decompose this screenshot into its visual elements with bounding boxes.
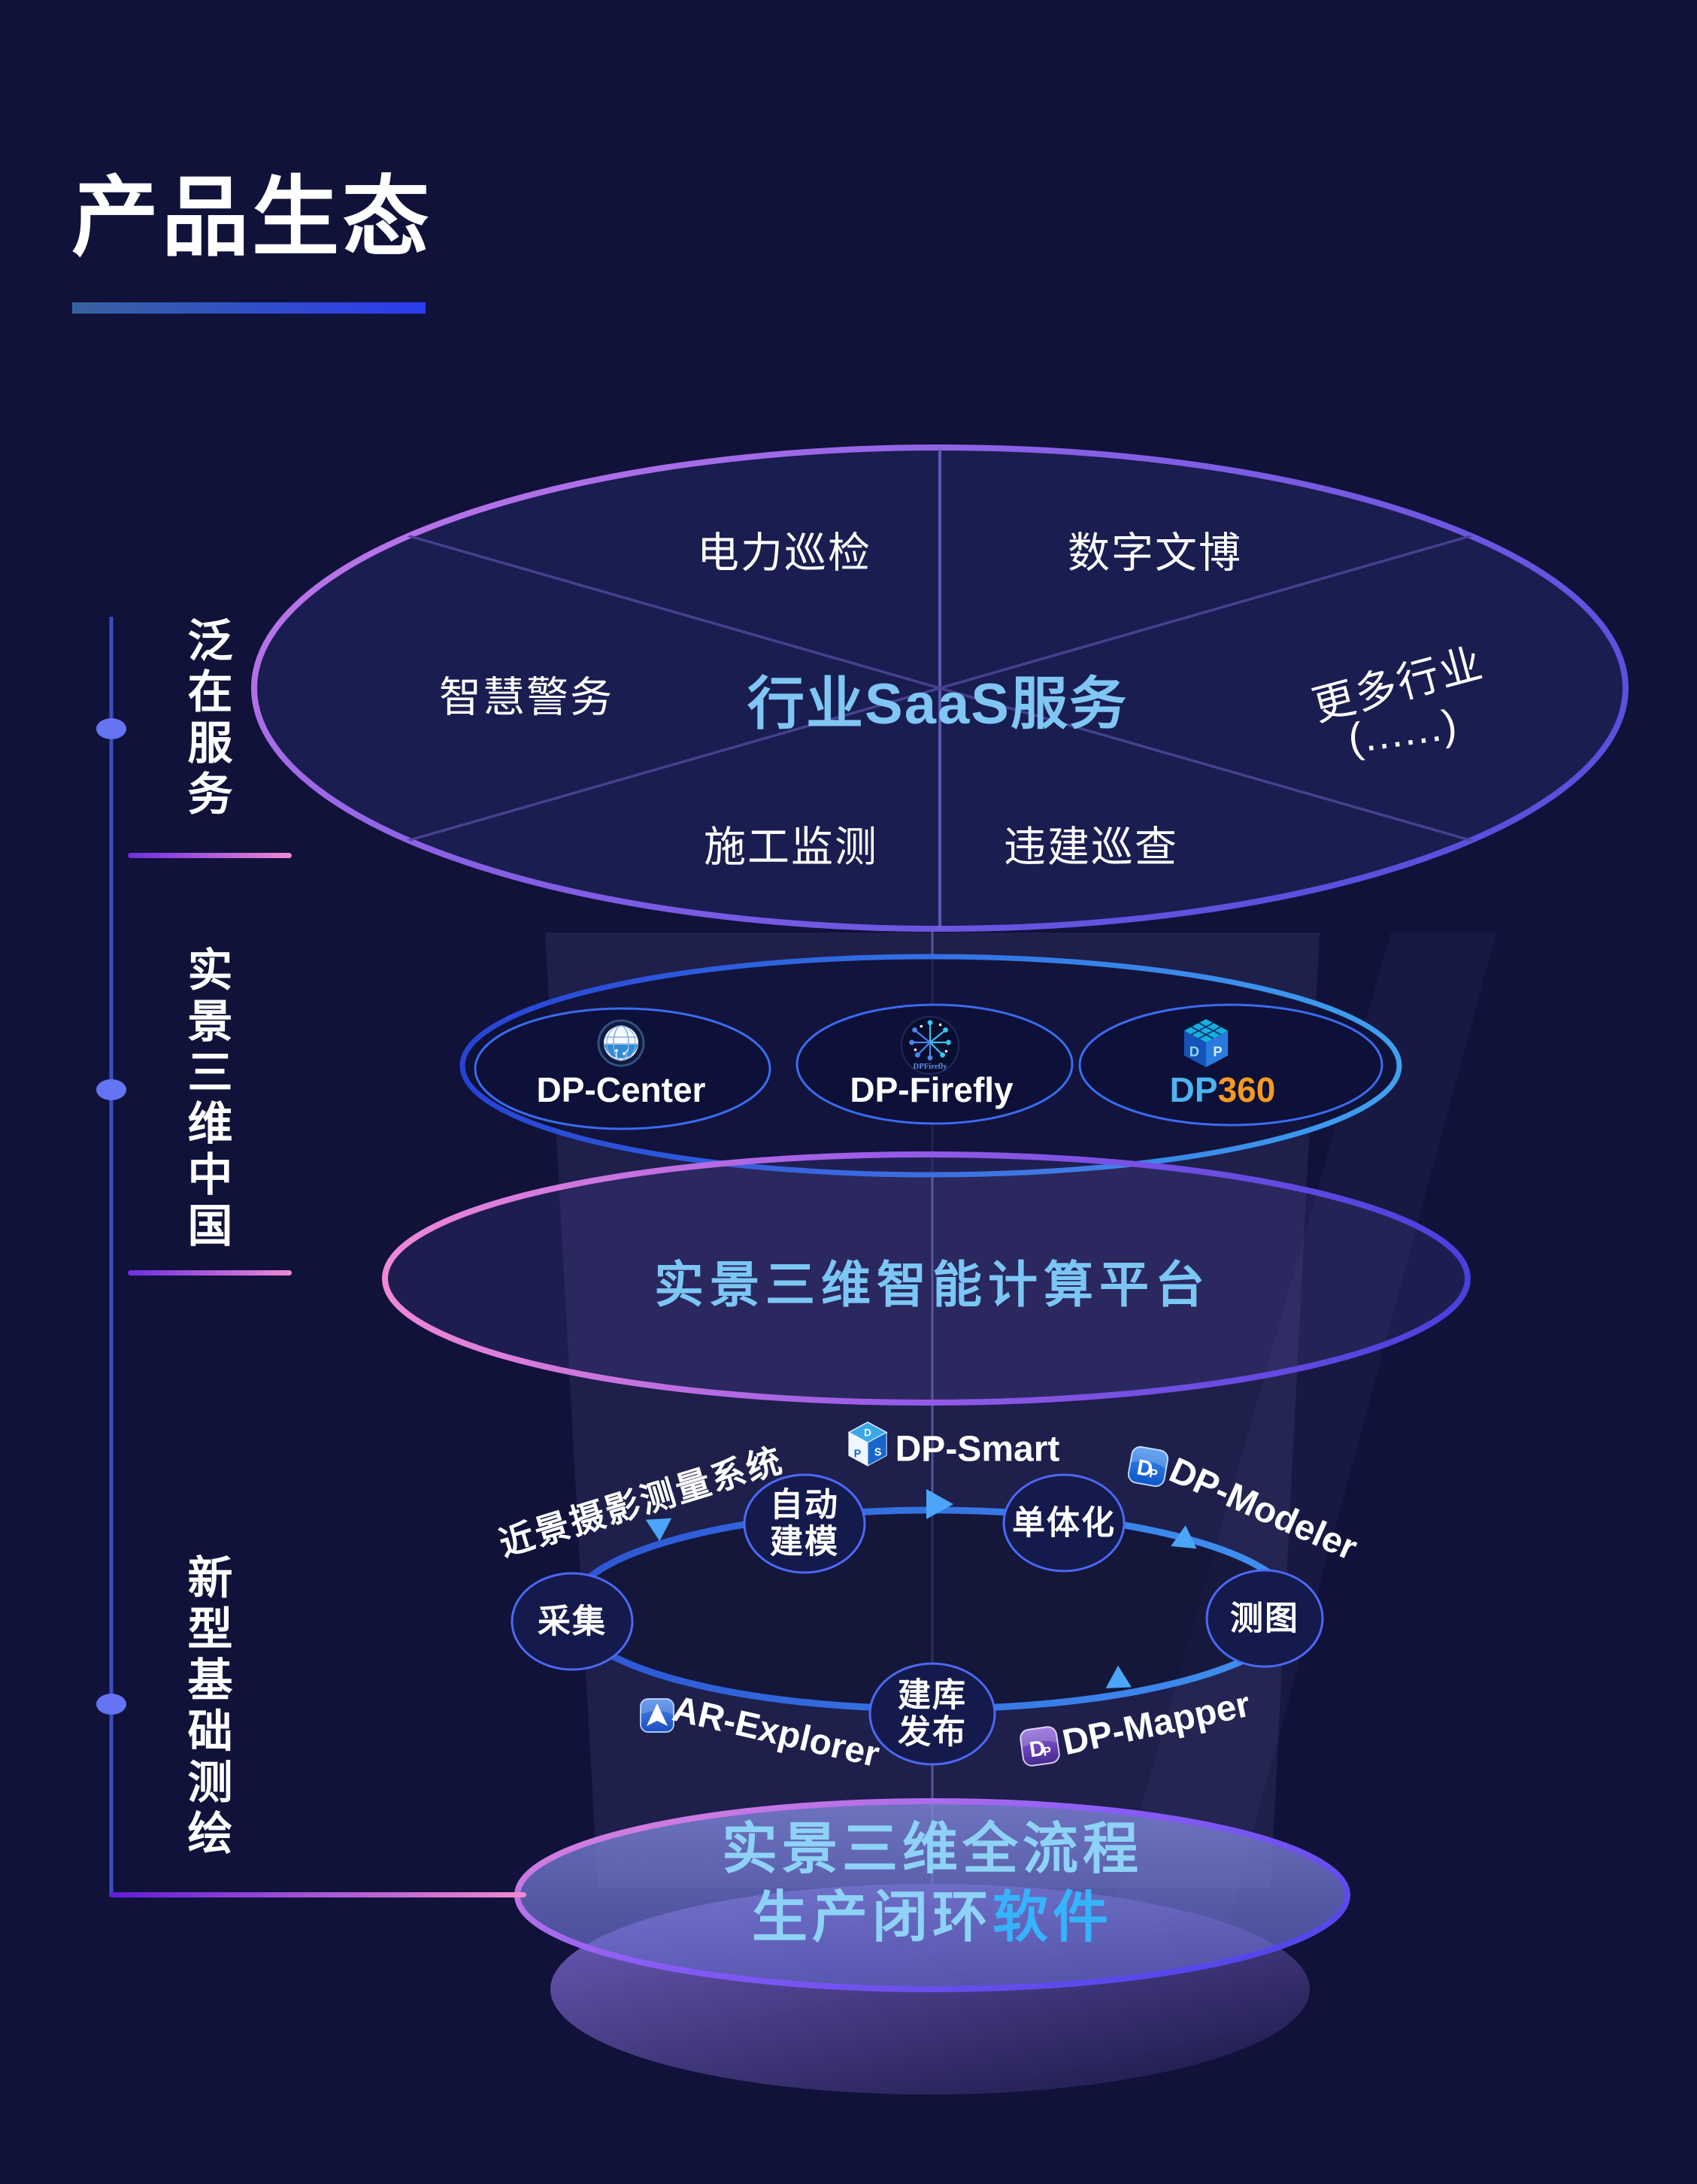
node-line: 自动 — [770, 1486, 839, 1524]
svg-text:P: P — [1213, 1044, 1222, 1060]
node-line: 建库 — [898, 1676, 967, 1714]
node-label-monomerization: 单体化 — [1012, 1504, 1116, 1541]
page-title: 产品生态 — [71, 168, 432, 266]
timeline-dot-2 — [96, 1079, 126, 1100]
timeline-bottom-connector — [110, 1892, 526, 1897]
arrow-model-to-mono — [926, 1489, 953, 1519]
sector-power-inspection: 电力巡检 — [697, 529, 871, 577]
timeline-separator-2 — [128, 1270, 292, 1276]
sector-construction-monitoring: 施工监测 — [704, 823, 878, 871]
computing-platform-label: 实景三维智能计算平台 — [654, 1257, 1211, 1312]
dp-mapper-monogram-p: P — [1042, 1745, 1052, 1759]
dp-smart-cube-d: D — [864, 1427, 871, 1438]
node-label-mapping: 测图 — [1230, 1600, 1299, 1636]
light-beam-streak — [1105, 933, 1496, 1933]
sector-illegal-construction-patrol: 违建巡查 — [1004, 823, 1178, 871]
node-line: 测图 — [1230, 1600, 1299, 1637]
dp-modeler-monogram-p: P — [1148, 1467, 1159, 1482]
arrow-collect-to-model — [645, 1518, 672, 1542]
sector-smart-policing: 智慧警务 — [439, 673, 614, 721]
dp-smart-label: DP-Smart — [895, 1429, 1060, 1470]
timeline-dot-3 — [96, 1694, 126, 1715]
computing-platform-ellipse — [382, 1151, 1471, 1406]
dp360-label-360: 360 — [1217, 1070, 1276, 1109]
node-monomerization — [1002, 1473, 1126, 1573]
svg-text:D: D — [1189, 1044, 1199, 1060]
node-collection — [511, 1572, 634, 1671]
dp-smart-cube-p: P — [854, 1448, 862, 1460]
node-label-collection: 采集 — [538, 1603, 607, 1640]
node-label-auto-modeling: 自动 建模 — [770, 1487, 839, 1561]
dp-monogram-purple-icon: D P — [1017, 1724, 1063, 1770]
node-label-db-publish: 建库 发布 — [898, 1677, 967, 1752]
node-line: 发布 — [898, 1714, 967, 1751]
dp-center-label: DP-Center — [536, 1070, 706, 1109]
node-line: 建模 — [770, 1524, 839, 1561]
arrow-mono-to-map — [1171, 1525, 1197, 1549]
dp-smart-cube-s: S — [874, 1447, 882, 1459]
saas-center-label: 行业SaaS服务 — [747, 672, 1128, 736]
cube-grid-icon: D P — [1181, 1018, 1231, 1070]
dp-monogram-blue-icon: D P — [1125, 1443, 1172, 1491]
level-label-reality3d-china: 实景三维中国 — [181, 946, 232, 1253]
cube-dps-icon: D P S — [846, 1421, 889, 1469]
timeline-separator-1 — [128, 853, 292, 858]
title-underline — [72, 302, 426, 314]
saas-sector-dividers — [323, 447, 1557, 929]
arrow-map-to-publish — [1105, 1665, 1132, 1688]
bottom-line2-highlight: 软件 — [992, 1885, 1113, 1949]
location-arrow-icon — [639, 1697, 675, 1734]
node-db-publish — [868, 1662, 996, 1766]
node-mapping — [1205, 1569, 1324, 1668]
sparkle-icon: DPFirefly — [899, 1015, 961, 1076]
bottom-line2: 生产闭环软件 — [752, 1873, 1113, 1953]
dp-firefly-label: DP-Firefly — [850, 1070, 1014, 1109]
dp-center-ellipse — [474, 1007, 771, 1130]
sector-digital-museum: 数字文博 — [1068, 529, 1242, 577]
timeline — [96, 617, 526, 1897]
dp360-label-dp: DP — [1169, 1070, 1218, 1109]
dp360-ellipse — [1078, 1003, 1383, 1127]
globe-icon — [597, 1019, 645, 1067]
bottom-line2-prefix: 生产闭环 — [752, 1885, 992, 1949]
dp-mapper-monogram-d: D — [1028, 1737, 1047, 1763]
node-line: 采集 — [538, 1603, 607, 1640]
timeline-dot-1 — [96, 718, 126, 739]
node-line: 单体化 — [1012, 1504, 1116, 1542]
bottom-line1: 实景三维全流程 — [722, 1817, 1143, 1880]
cycle-arrows — [645, 1489, 1197, 1688]
level-label-new-basic-surveying: 新型基础测绘 — [181, 1554, 232, 1861]
dp360-label: DP360 — [1170, 1069, 1276, 1110]
level-label-ubiquitous-services: 泛在服务 — [181, 617, 232, 821]
node-auto-modeling — [743, 1473, 866, 1574]
dp-firefly-icon-text: DPFirefly — [913, 1062, 947, 1071]
